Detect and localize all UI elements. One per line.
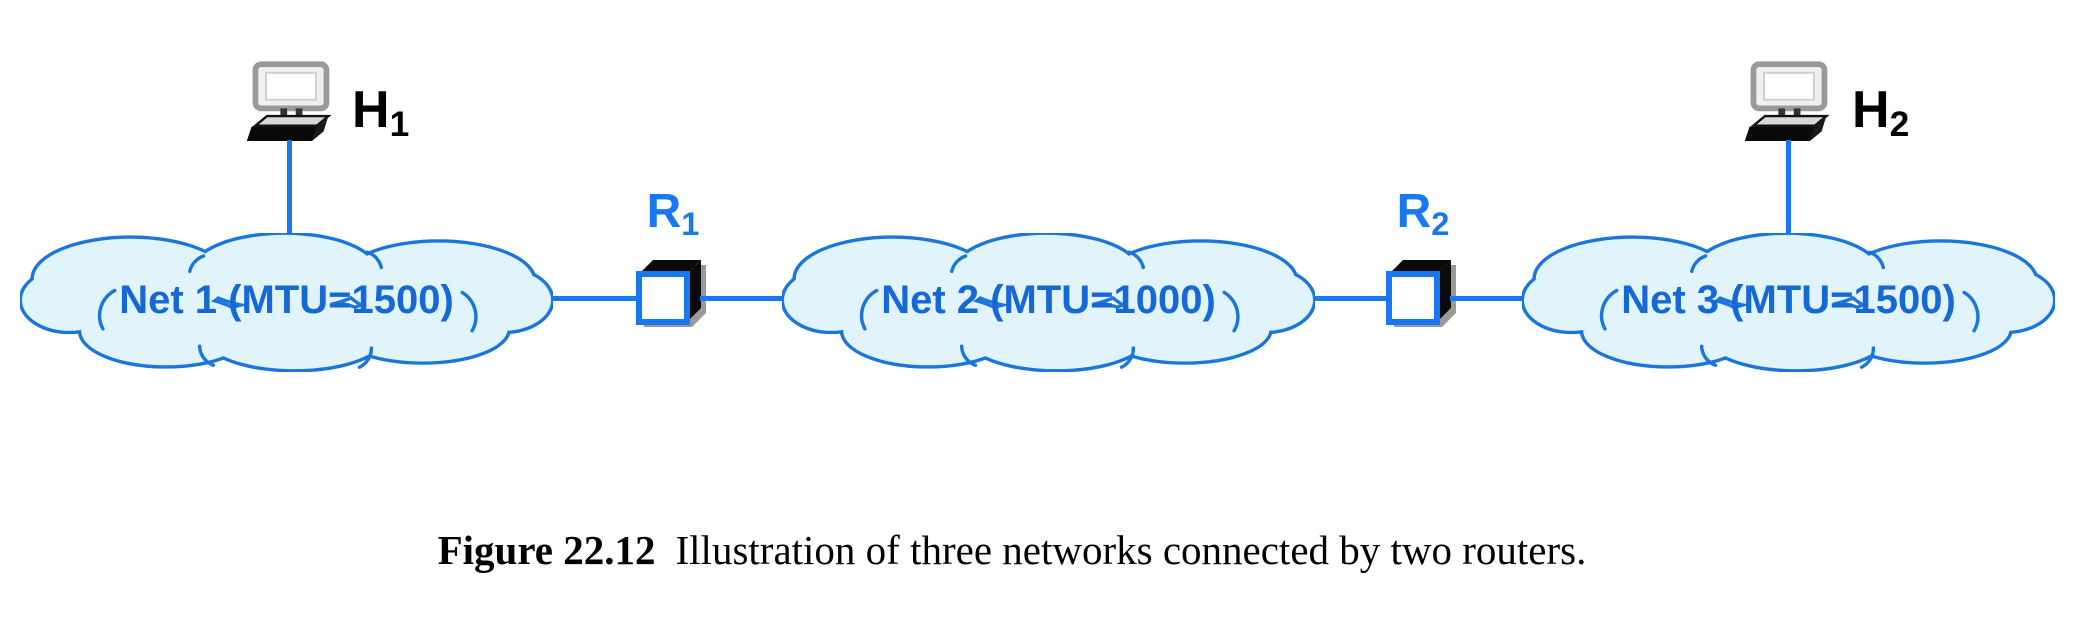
network-cloud-net3	[1522, 233, 2055, 372]
network-cloud-net1	[20, 233, 553, 372]
host-label-h1: H1	[352, 81, 410, 144]
link-net2-r2	[1313, 296, 1393, 301]
router-icon-r2	[1386, 260, 1456, 327]
router-label-r2: R2	[1396, 185, 1450, 243]
net1-label: Net 1 (MTU=1500)	[119, 278, 454, 322]
link-r1-net2	[700, 296, 784, 301]
host-label-h2: H2	[1852, 81, 1910, 144]
monitor-icon	[252, 61, 330, 112]
net2-label: Net 2 (MTU=1000)	[881, 278, 1216, 322]
host-computer-icon-h1	[246, 61, 332, 141]
net3-label: Net 3 (MTU=1500)	[1621, 278, 1956, 322]
link-r2-net3	[1450, 296, 1524, 301]
system-unit-icon	[1744, 114, 1830, 141]
router-icon-r1	[636, 260, 706, 327]
network-cloud-net2	[782, 233, 1315, 372]
router-label-r1: R1	[646, 185, 700, 243]
figure-caption: Figure 22.12 Illustration of three networ…	[0, 526, 2024, 574]
host-computer-icon-h2	[1744, 61, 1830, 141]
figure-caption-text: Illustration of three networks connected…	[675, 527, 1587, 573]
link-h2-net3	[1786, 140, 1791, 236]
system-unit-icon	[246, 114, 332, 141]
monitor-icon	[1750, 61, 1828, 112]
figure-number: Figure 22.12	[437, 527, 656, 573]
link-h1-net1	[287, 140, 292, 236]
link-net1-r1	[551, 296, 641, 301]
